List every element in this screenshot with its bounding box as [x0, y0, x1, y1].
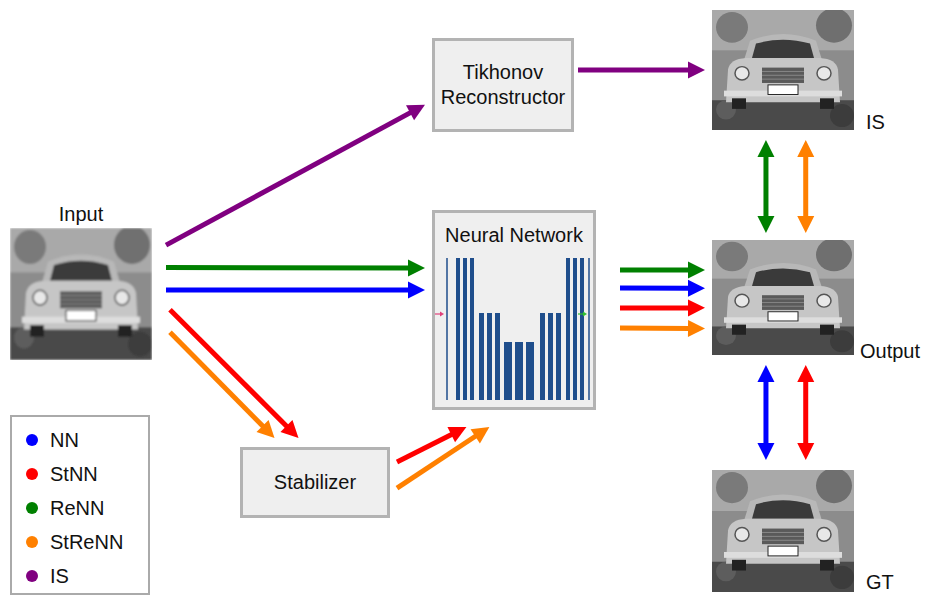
flow-arrow: [166, 259, 425, 276]
process-box: Stabilizer: [240, 447, 390, 518]
process-box: Tikhonov Reconstructor: [432, 38, 574, 132]
arrow-head: [471, 427, 490, 443]
network-box: Neural Network: [432, 210, 596, 410]
output-photo: [712, 240, 854, 355]
legend-label: StReNN: [50, 530, 123, 554]
reference-image: GT: [712, 470, 854, 592]
input-image: Input: [10, 228, 152, 360]
input-photo: [10, 228, 152, 360]
legend-swatch: [26, 502, 38, 514]
flow-arrow: [170, 332, 275, 438]
image-label: Output: [860, 339, 920, 363]
arrow-head: [688, 280, 705, 297]
box-label: Stabilizer: [274, 470, 356, 495]
flow-arrow: [620, 299, 705, 316]
image-label: IS: [866, 110, 885, 134]
legend-swatch: [26, 536, 38, 548]
flow-arrow: [578, 61, 705, 78]
flow-arrow: [757, 365, 774, 460]
box-label: Tikhonov Reconstructor: [441, 60, 566, 110]
legend-row: NN: [12, 425, 148, 455]
flow-arrow: [757, 140, 774, 233]
arrow-line: [620, 305, 690, 310]
arrow-head: [257, 420, 275, 438]
box-label: Neural Network: [445, 223, 583, 248]
arrow-head: [280, 420, 298, 438]
flow-arrow: [170, 310, 299, 438]
arrow-head: [447, 427, 466, 442]
legend-label: IS: [50, 564, 69, 588]
flow-arrow: [797, 140, 814, 233]
arrow-line: [578, 67, 690, 72]
arrow-line: [166, 288, 410, 293]
flow-arrow: [397, 427, 489, 488]
flow-arrow: [620, 280, 705, 297]
legend-row: IS: [12, 561, 148, 591]
arrow-line: [803, 155, 808, 218]
arrow-line: [620, 326, 690, 331]
arrow-line: [397, 435, 477, 488]
flow-arrow: [166, 282, 425, 299]
legend-row: StNN: [12, 459, 148, 489]
arrow-line: [170, 332, 264, 427]
arrow-line: [620, 286, 690, 291]
arrow-line: [763, 155, 768, 218]
legend-label: StNN: [50, 462, 98, 486]
arrow-line: [166, 265, 410, 270]
arrow-head: [757, 443, 774, 460]
arrow-head: [408, 259, 425, 276]
gt-photo: [712, 470, 854, 592]
arrow-head: [408, 282, 425, 299]
is-photo: [712, 10, 854, 130]
arrow-head: [688, 261, 705, 278]
arrow-head: [797, 365, 814, 382]
legend-swatch: [26, 570, 38, 582]
legend-label: ReNN: [50, 496, 104, 520]
result-image: Output: [712, 240, 854, 355]
arrow-head: [757, 365, 774, 382]
flow-arrow: [620, 320, 705, 337]
arrow-line: [620, 267, 690, 272]
image-label: GT: [866, 570, 894, 594]
legend-row: ReNN: [12, 493, 148, 523]
arrow-head: [688, 61, 705, 78]
arrow-line: [763, 380, 768, 445]
flow-arrow: [797, 365, 814, 460]
arrow-head: [757, 216, 774, 233]
legend-box: NN StNN ReNN StReNN IS: [10, 415, 150, 595]
flow-arrow: [397, 427, 466, 462]
arrow-head: [797, 216, 814, 233]
image-label: Input: [10, 202, 152, 226]
result-image: IS: [712, 10, 854, 130]
flow-arrow: [166, 105, 425, 245]
flow-arrow: [620, 261, 705, 278]
arrow-head: [406, 105, 425, 121]
arrow-head: [797, 140, 814, 157]
legend-row: StReNN: [12, 527, 148, 557]
arrow-head: [688, 320, 705, 337]
arrow-head: [757, 140, 774, 157]
arrow-line: [803, 380, 808, 445]
arrow-head: [688, 299, 705, 316]
legend-swatch: [26, 434, 38, 446]
legend-swatch: [26, 468, 38, 480]
arrow-line: [170, 310, 288, 428]
arrow-line: [166, 112, 412, 245]
arrow-head: [797, 443, 814, 460]
legend-label: NN: [50, 428, 79, 452]
